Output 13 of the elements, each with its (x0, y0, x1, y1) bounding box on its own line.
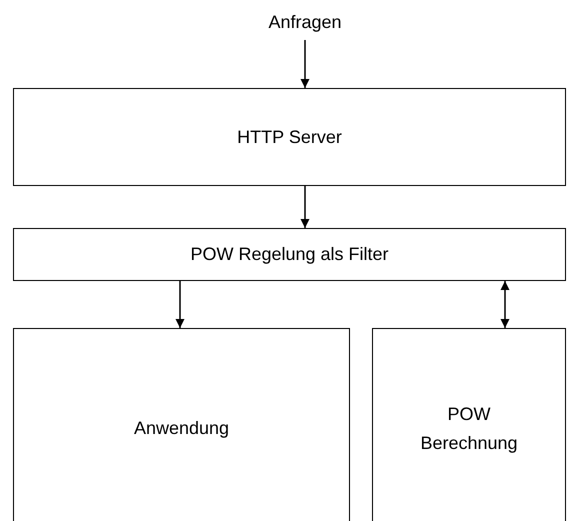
arrow (300, 186, 310, 228)
node-label: POW Berechnung (419, 402, 519, 455)
arrow (300, 40, 310, 88)
node-label: POW Regelung als Filter (190, 243, 389, 266)
node-label: Anwendung (134, 417, 230, 440)
node-label: Anfragen (268, 10, 342, 34)
arrow (176, 281, 184, 328)
process-box (13, 88, 566, 186)
process-box (372, 328, 566, 521)
arrow (500, 281, 510, 328)
node-label: HTTP Server (237, 126, 342, 149)
process-box (13, 328, 350, 521)
process-box (13, 228, 566, 281)
